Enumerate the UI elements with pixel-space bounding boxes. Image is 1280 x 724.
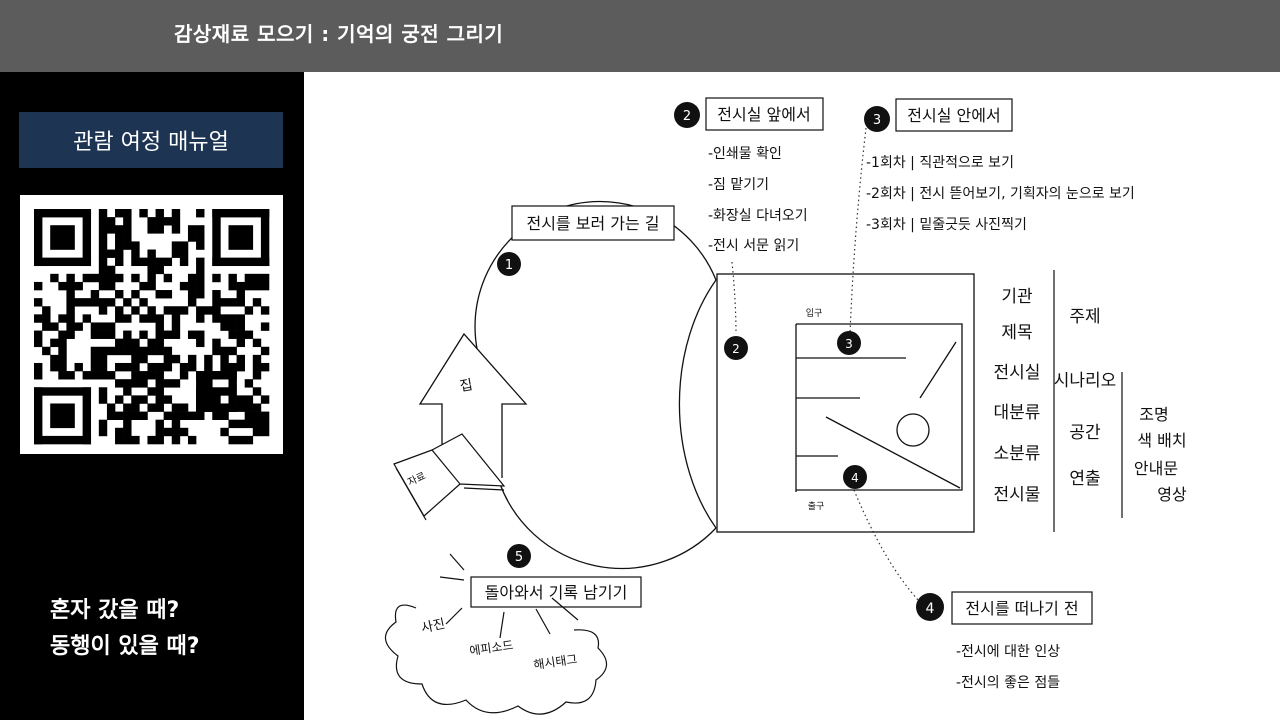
floor-plan-outer	[716, 273, 975, 533]
floor-plan-inner	[795, 323, 963, 492]
step2-item: -전시 서문 읽기	[708, 238, 799, 254]
step4-item: -전시의 좋은 점들	[956, 675, 1060, 691]
step2-title-box	[705, 97, 824, 131]
qr-code[interactable]	[20, 195, 283, 454]
connector-step3	[849, 127, 867, 335]
info-item: 안내문	[1134, 459, 1178, 478]
svg-text:4: 4	[851, 471, 859, 485]
step2-item: -인쇄물 확인	[708, 146, 782, 162]
step2-item: -짐 맡기기	[708, 177, 769, 193]
plan-marker-3: 3	[837, 331, 861, 355]
info-item: 영상	[1157, 485, 1187, 504]
info-item: 조명	[1139, 405, 1168, 424]
step3-item: -2회차 | 전시 뜯어보기, 기획자의 눈으로 보기	[866, 186, 1135, 202]
svg-text:3: 3	[873, 113, 881, 128]
plan-marker-4: 4	[843, 465, 867, 489]
sidebar: 관람 여정 매뉴얼 혼자 갔을 때? 동행이 있을 때?	[0, 72, 304, 720]
step3-title-box	[895, 98, 1013, 132]
step1-title-box	[511, 205, 675, 241]
info-item: 주제	[1069, 307, 1100, 327]
step4-item: -전시에 대한 인상	[956, 644, 1060, 660]
cloud-label: 해시태그	[533, 652, 579, 672]
step3-title: 전시실 안에서	[907, 106, 1000, 125]
memory-cloud	[384, 604, 608, 715]
svg-text:2: 2	[683, 109, 691, 124]
plan-marker-2: 2	[724, 336, 748, 360]
step5-badge: 5	[507, 544, 531, 568]
cloud-rays	[439, 553, 579, 639]
step2-badge: 2	[674, 102, 700, 128]
step3-badge: 3	[864, 106, 890, 132]
step4-title-box	[951, 591, 1093, 625]
info-item: 전시실	[994, 363, 1041, 383]
connector-step4	[853, 489, 919, 601]
step2-item: -화장실 다녀오기	[708, 208, 808, 224]
svg-text:5: 5	[515, 550, 523, 565]
page-title: 감상재료 모으기 : 기억의 궁전 그리기	[174, 22, 504, 46]
info-item: 공간	[1069, 423, 1101, 443]
cloud-label: 사진	[420, 617, 447, 637]
info-item: 연출	[1069, 469, 1100, 489]
connector-step2	[731, 261, 737, 335]
question-alone: 혼자 갔을 때?	[50, 598, 180, 623]
info-item: 제목	[1001, 323, 1032, 343]
cloud-label: 에피소드	[469, 638, 515, 658]
step3-item: -3회차 | 밑줄긋듯 사진찍기	[866, 217, 1027, 233]
svg-text:1: 1	[505, 258, 513, 273]
journey-diagram: 1 전시를 보러 가는 길 2 전시실 앞에서 -인쇄물 확인 -짐 맡기기 -…	[304, 72, 1280, 720]
svg-text:4: 4	[926, 601, 935, 617]
journey-loop-end	[499, 483, 717, 570]
step4-title: 전시를 떠나기 전	[965, 599, 1078, 618]
house-label: 집	[459, 377, 474, 395]
step1-badge: 1	[497, 252, 521, 276]
info-item: 시나리오	[1054, 371, 1117, 391]
step2-title: 전시실 앞에서	[717, 105, 810, 124]
journey-loop	[678, 279, 717, 529]
step4-badge: 4	[916, 593, 944, 621]
info-item: 기관	[1001, 287, 1032, 307]
svg-text:2: 2	[732, 342, 740, 356]
entrance-label: 입구	[806, 307, 823, 319]
manual-button[interactable]: 관람 여정 매뉴얼	[19, 112, 283, 168]
top-banner: 감상재료 모으기 : 기억의 궁전 그리기	[0, 0, 1280, 72]
info-item: 전시물	[994, 485, 1041, 505]
step3-item: -1회차 | 직관적으로 보기	[866, 155, 1014, 171]
step5-title: 돌아와서 기록 남기기	[485, 583, 628, 602]
exit-label: 출구	[808, 501, 825, 512]
info-item: 색 배치	[1137, 431, 1186, 450]
book-sketch	[393, 433, 506, 521]
info-item: 소분류	[994, 444, 1041, 464]
floor-plan-pillar	[896, 413, 930, 447]
svg-text:3: 3	[845, 337, 853, 351]
step1-title: 전시를 보러 가는 길	[526, 214, 659, 233]
info-item: 대분류	[994, 403, 1041, 423]
question-companion: 동행이 있을 때?	[50, 634, 200, 659]
